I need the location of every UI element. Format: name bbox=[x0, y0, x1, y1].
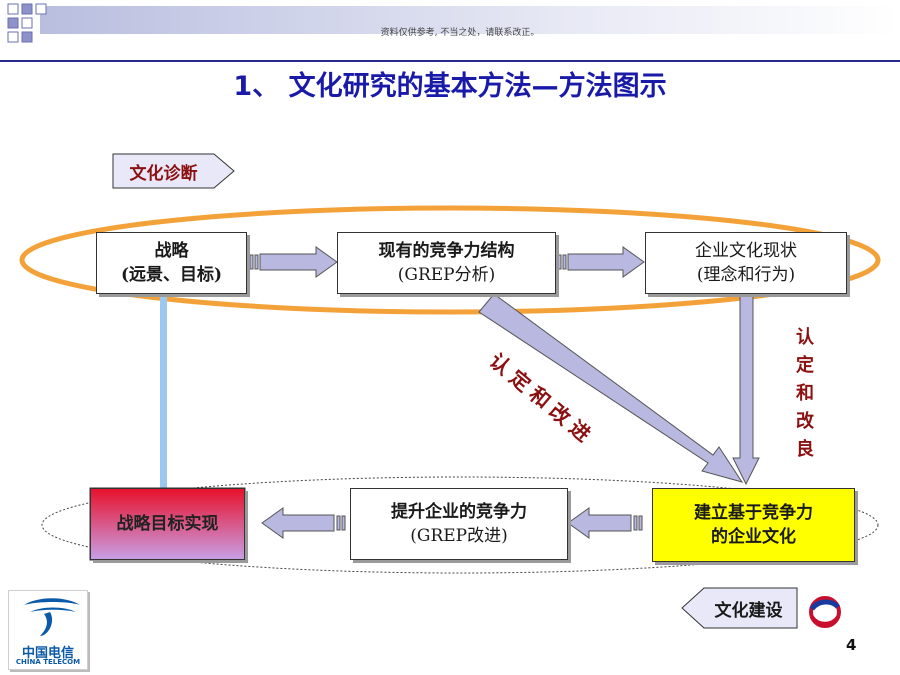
culture-status-box-subtitle: (理念和行为) bbox=[696, 265, 796, 285]
construction-label-shape bbox=[681, 587, 798, 629]
goal-box-fill bbox=[89, 487, 246, 561]
culture-status-box: 企业文化现状 (理念和行为) bbox=[645, 232, 847, 294]
telecom-logo bbox=[8, 590, 88, 670]
construction-ellipse bbox=[41, 476, 879, 574]
vertical-char: 定 bbox=[796, 355, 814, 376]
construction-label-text: 文化建设 bbox=[714, 600, 783, 621]
header-decoration bbox=[0, 0, 900, 62]
goal-box: 战略目标实现 bbox=[90, 488, 245, 560]
header-notice: 资料仅供参考, 不当之处，请联系改正。 bbox=[380, 28, 540, 38]
page-number: 4 bbox=[846, 636, 857, 654]
arrow-competitive-to-culture bbox=[557, 246, 645, 278]
arrow-build-to-improve bbox=[567, 507, 643, 539]
build-box: 建立基于竞争力 的企业文化 bbox=[652, 488, 855, 562]
improve-box-title: 提升企业的竞争力 bbox=[391, 502, 527, 522]
telecom-logo-cn: 中国电信 bbox=[21, 646, 74, 661]
build-box-line2: 的企业文化 bbox=[711, 527, 796, 547]
telecom-logo-mark bbox=[24, 598, 80, 636]
strategy-goal-connector bbox=[160, 293, 167, 489]
culture-status-box-title: 企业文化现状 bbox=[695, 241, 797, 261]
vertical-char: 和 bbox=[796, 383, 814, 404]
arrow-diagonal-to-build bbox=[478, 293, 744, 483]
strategy-box: 战略 (远景、目标) bbox=[96, 232, 247, 294]
arrow-culture-to-build bbox=[732, 294, 760, 486]
competitive-box-subtitle: (GREP分析) bbox=[397, 265, 496, 285]
vertical-arrow-label: 认 定 和 改 良 bbox=[790, 324, 820, 464]
strategy-box-title: 战略 bbox=[154, 241, 189, 261]
strategy-box-subtitle: (远景、目标) bbox=[120, 265, 223, 285]
diagnosis-label: 文化诊断 bbox=[113, 154, 214, 188]
diagnosis-label-shape bbox=[112, 153, 235, 189]
diagnosis-label-text: 文化诊断 bbox=[129, 163, 198, 184]
build-box-line1: 建立基于竞争力 bbox=[694, 503, 813, 523]
arrow-improve-to-goal bbox=[261, 507, 346, 539]
diagnosis-ellipse bbox=[19, 205, 881, 315]
arrow-strategy-to-competitive bbox=[249, 246, 338, 278]
improve-box: 提升企业的竞争力 (GREP改进) bbox=[350, 488, 568, 560]
corner-logo-icon bbox=[809, 596, 841, 628]
telecom-logo-en: CHINA TELECOM bbox=[15, 658, 81, 666]
vertical-char: 良 bbox=[796, 439, 814, 460]
goal-box-title: 战略目标实现 bbox=[116, 514, 219, 534]
vertical-char: 认 bbox=[796, 327, 814, 348]
improve-box-subtitle: (GREP改进) bbox=[410, 526, 508, 546]
construction-label: 文化建设 bbox=[700, 588, 797, 628]
competitive-box: 现有的竞争力结构 (GREP分析) bbox=[337, 232, 556, 294]
page-title: 1、 文化研究的基本方法—方法图示 bbox=[233, 71, 667, 102]
vertical-char: 改 bbox=[796, 411, 814, 432]
competitive-box-title: 现有的竞争力结构 bbox=[378, 241, 515, 261]
